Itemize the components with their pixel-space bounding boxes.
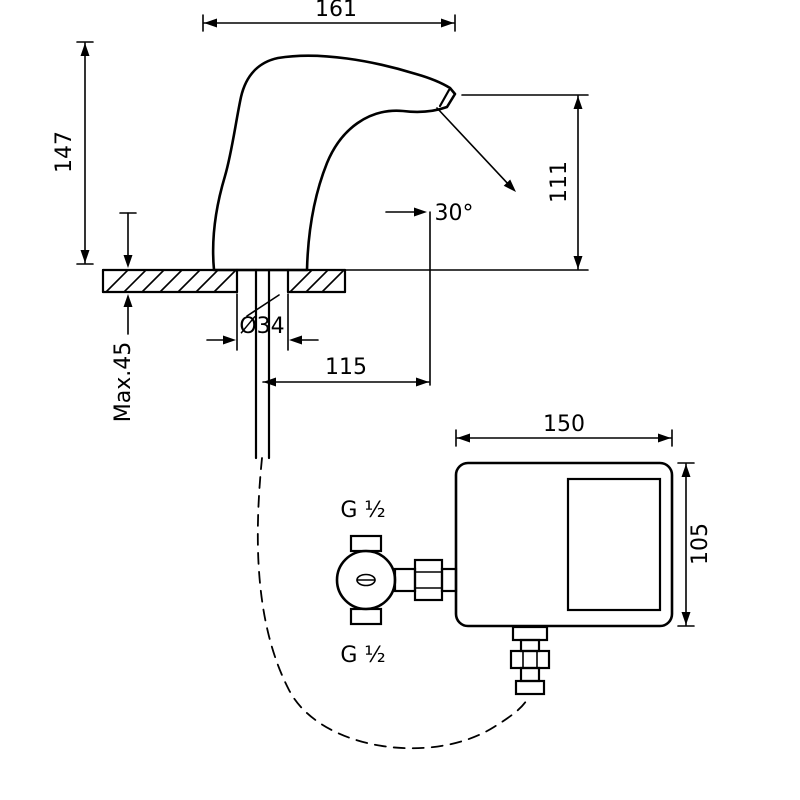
control-box: [454, 461, 674, 628]
supply-hose-dashed: [256, 457, 530, 750]
hatch-lines: [105, 269, 345, 293]
dim-hole-diameter: Ø34: [206, 293, 319, 351]
dim-box-height: 105: [677, 462, 713, 627]
valve-connector: [393, 567, 417, 593]
faucet-spout-outline: [211, 54, 457, 272]
dim-total-height: 147: [52, 41, 94, 265]
dim-label-150: 150: [543, 412, 585, 437]
dim-label-115: 115: [325, 355, 367, 380]
dim-spout-depth: 161: [202, 0, 456, 32]
dim-label-max45: Max.45: [111, 342, 136, 422]
dim-label-dia34: Ø34: [239, 314, 284, 339]
dim-outlet-offset: 115: [262, 355, 430, 387]
faucet-spout: [211, 54, 457, 272]
valve-hex-nut: [413, 558, 444, 602]
dim-label-161: 161: [315, 0, 357, 22]
dim-label-30deg: 30°: [435, 201, 474, 226]
control-box-body: [454, 461, 674, 628]
outlet-check-valve: [509, 625, 551, 696]
dim-label-147: 147: [52, 131, 77, 173]
counter-section: [101, 268, 347, 294]
dim-box-width: 150: [455, 412, 673, 447]
dim-label-105: 105: [688, 523, 713, 565]
control-box-window: [566, 477, 662, 612]
dim-outlet-height: 111: [344, 94, 589, 271]
label-inlet-top: G ½: [340, 498, 385, 523]
supply-pipe: [246, 268, 280, 460]
label-inlet-bottom: G ½: [340, 643, 385, 668]
inlet-fitting-bottom: [349, 607, 383, 626]
mixing-valve: [335, 534, 458, 626]
dim-label-111: 111: [547, 161, 572, 203]
dim-max-deck-thickness: Max.45: [111, 212, 137, 422]
inlet-fitting-top: [349, 534, 383, 553]
aerator-face-line: [438, 88, 451, 108]
stream-angle: 30°: [385, 107, 520, 386]
